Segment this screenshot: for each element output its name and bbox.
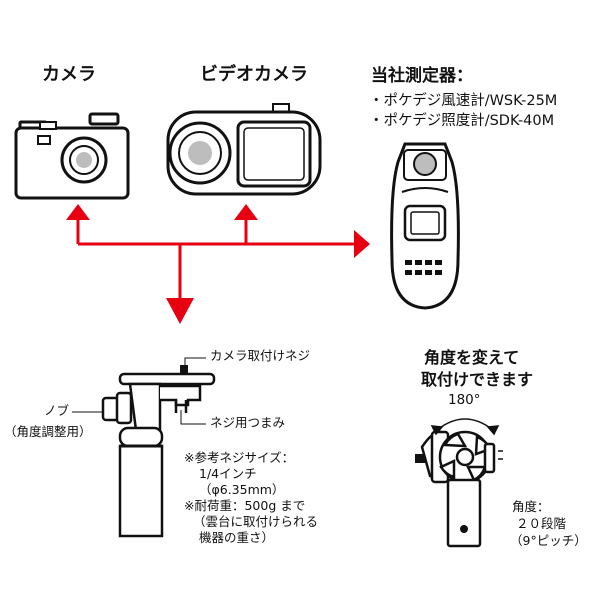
screw-knob-label: ネジ用つまみ	[210, 415, 286, 430]
angle-label: 角度：	[512, 499, 550, 514]
ref-screw-inch: 1/4インチ	[199, 466, 257, 481]
meter-illustration	[390, 142, 460, 310]
video-camera-illustration	[166, 103, 322, 196]
video-camera-label: ビデオカメラ	[200, 64, 308, 85]
knob-note: （角度調整用）	[4, 424, 92, 439]
angle-holder-illustration	[415, 430, 496, 548]
load-note-2: 機器の重さ）	[199, 530, 275, 545]
angle-title-1: 角度を変えて	[424, 348, 520, 367]
ref-screw-label: ※参考ネジサイズ：	[184, 450, 295, 465]
dash-marks	[498, 450, 503, 460]
angle-steps: ２０段階	[516, 516, 567, 531]
meter-title: 当社測定器：	[371, 66, 473, 86]
meter-item-light: ・ポケデジ照度計/SDK-40M	[369, 113, 555, 129]
holder-illustration	[101, 365, 216, 538]
holder-leader-lines	[72, 357, 206, 425]
knob-label: ノブ	[44, 403, 70, 418]
angle-title-2: 取付けできます	[421, 370, 534, 389]
camera-label: カメラ	[42, 64, 96, 85]
meter-item-wind: ・ポケデジ風速計/WSK-25M	[369, 93, 558, 109]
camera-illustration	[14, 112, 130, 200]
load-label: ※耐荷重：500g まで	[184, 498, 306, 513]
angle-degrees: 180°	[448, 392, 481, 408]
ref-screw-mm: （φ6.35mm）	[199, 482, 285, 497]
angle-pitch: （9°ピッチ）	[510, 533, 587, 548]
camera-screw-label: カメラ取付けネジ	[210, 348, 311, 363]
load-note-1: （雲台に取付けられる	[193, 514, 319, 529]
rotation-arc	[430, 418, 500, 436]
connection-arrows	[66, 204, 370, 324]
